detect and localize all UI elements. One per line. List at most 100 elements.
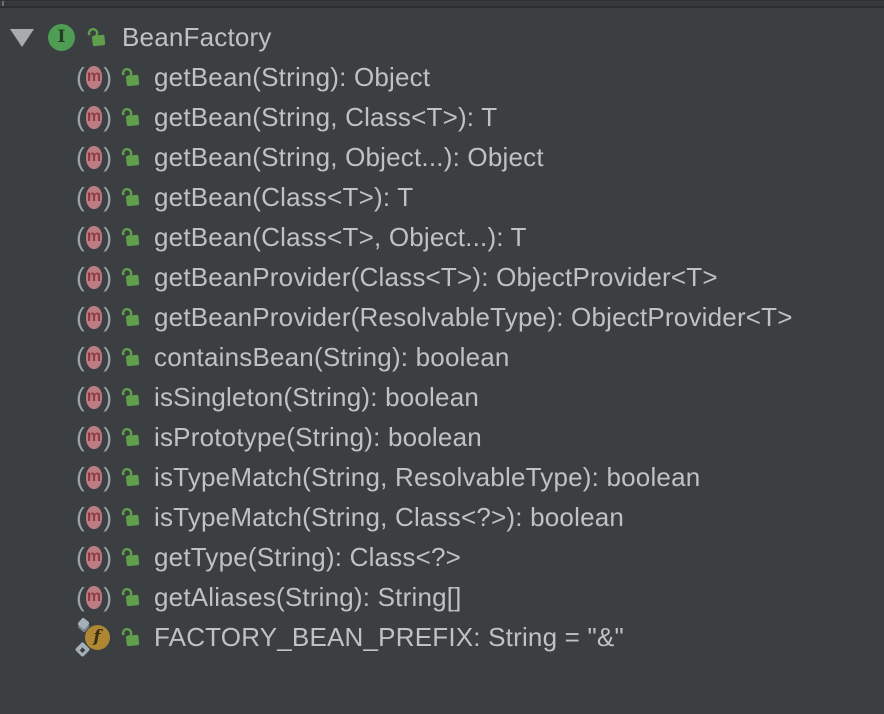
- expand-toggle-icon[interactable]: [10, 29, 34, 47]
- tree-row-field[interactable]: f FACTORY_BEAN_PREFIX: String = "&": [0, 617, 884, 658]
- public-lock-icon: [120, 427, 140, 446]
- method-circle: m: [85, 465, 103, 489]
- public-lock-icon: [120, 347, 140, 366]
- public-lock-icon: [120, 507, 140, 526]
- member-label: getBean(Class<T>, Object...): T: [154, 221, 527, 252]
- abstract-method-icon: ( m ): [76, 261, 112, 292]
- top-panel-divider: [0, 0, 884, 8]
- abstract-method-icon: ( m ): [76, 541, 112, 572]
- paren-close: ): [103, 141, 112, 172]
- paren-open: (: [76, 101, 85, 132]
- member-label: getBean(Class<T>): T: [154, 181, 414, 212]
- public-lock-icon: [120, 307, 140, 326]
- interface-icon: I: [48, 23, 75, 51]
- abstract-method-icon: ( m ): [76, 581, 112, 612]
- member-label: getBeanProvider(ResolvableType): ObjectP…: [154, 301, 793, 332]
- paren-open: (: [76, 581, 85, 612]
- member-label: getBean(String, Object...): Object: [154, 141, 544, 172]
- paren-open: (: [76, 181, 85, 212]
- member-label: isTypeMatch(String, ResolvableType): boo…: [154, 461, 701, 492]
- paren-close: ): [103, 301, 112, 332]
- method-circle: m: [85, 105, 103, 129]
- method-circle: m: [85, 505, 103, 529]
- public-lock-icon: [120, 547, 140, 566]
- public-lock-icon: [120, 67, 140, 86]
- abstract-method-icon: ( m ): [76, 421, 112, 452]
- method-circle: m: [85, 385, 103, 409]
- structure-panel: I BeanFactory ( m ) getBean(String): Obj…: [0, 8, 884, 658]
- paren-open: (: [76, 301, 85, 332]
- member-label: getBeanProvider(Class<T>): ObjectProvide…: [154, 261, 718, 292]
- abstract-method-icon: ( m ): [76, 301, 112, 332]
- abstract-method-icon: ( m ): [76, 501, 112, 532]
- method-circle: m: [85, 585, 103, 609]
- public-lock-icon: [120, 227, 140, 246]
- divider-tick: [2, 1, 4, 6]
- tree-row-method[interactable]: ( m ) getBeanProvider(Class<T>): ObjectP…: [0, 257, 884, 297]
- method-circle: m: [85, 65, 103, 89]
- interface-name-label: BeanFactory: [122, 21, 272, 52]
- method-circle: m: [85, 425, 103, 449]
- public-lock-icon: [120, 387, 140, 406]
- paren-open: (: [76, 421, 85, 452]
- tree-row-method[interactable]: ( m ) getBean(Class<T>, Object...): T: [0, 217, 884, 257]
- public-lock-icon: [86, 27, 106, 46]
- public-lock-icon: [120, 267, 140, 286]
- paren-close: ): [103, 381, 112, 412]
- method-circle: m: [85, 145, 103, 169]
- tree-row-method[interactable]: ( m ) containsBean(String): boolean: [0, 337, 884, 377]
- abstract-method-icon: ( m ): [76, 61, 112, 92]
- tree-row-method[interactable]: ( m ) isTypeMatch(String, ResolvableType…: [0, 457, 884, 497]
- abstract-method-icon: ( m ): [76, 101, 112, 132]
- public-lock-icon: [120, 107, 140, 126]
- member-label: getBean(String): Object: [154, 61, 431, 92]
- public-lock-icon: [120, 467, 140, 486]
- paren-open: (: [76, 61, 85, 92]
- paren-close: ): [103, 61, 112, 92]
- method-circle: m: [85, 345, 103, 369]
- paren-open: (: [76, 541, 85, 572]
- tree-row-method[interactable]: ( m ) getType(String): Class<?>: [0, 537, 884, 577]
- paren-close: ): [103, 101, 112, 132]
- tree-row-method[interactable]: ( m ) getBean(String, Class<T>): T: [0, 97, 884, 137]
- tree-row-method[interactable]: ( m ) isSingleton(String): boolean: [0, 377, 884, 417]
- abstract-method-icon: ( m ): [76, 221, 112, 252]
- tree-row-method[interactable]: ( m ) isTypeMatch(String, Class<?>): boo…: [0, 497, 884, 537]
- method-circle: m: [85, 185, 103, 209]
- paren-close: ): [103, 541, 112, 572]
- abstract-method-icon: ( m ): [76, 341, 112, 372]
- tree-row-method[interactable]: ( m ) isPrototype(String): boolean: [0, 417, 884, 457]
- tree-row-method[interactable]: ( m ) getBean(String, Object...): Object: [0, 137, 884, 177]
- paren-close: ): [103, 501, 112, 532]
- paren-open: (: [76, 461, 85, 492]
- paren-close: ): [103, 421, 112, 452]
- tree-row-method[interactable]: ( m ) getBeanProvider(ResolvableType): O…: [0, 297, 884, 337]
- paren-close: ): [103, 341, 112, 372]
- method-circle: m: [85, 545, 103, 569]
- public-lock-icon: [120, 627, 140, 646]
- member-label: isTypeMatch(String, Class<?>): boolean: [154, 501, 625, 532]
- paren-open: (: [76, 501, 85, 532]
- paren-open: (: [76, 221, 85, 252]
- method-circle: m: [85, 265, 103, 289]
- member-label: isPrototype(String): boolean: [154, 421, 482, 452]
- method-circle: m: [85, 305, 103, 329]
- paren-close: ): [103, 581, 112, 612]
- tree-row-beanfactory[interactable]: I BeanFactory: [0, 17, 884, 57]
- public-lock-icon: [120, 147, 140, 166]
- paren-open: (: [76, 261, 85, 292]
- public-lock-icon: [120, 187, 140, 206]
- tree-row-method[interactable]: ( m ) getBean(String): Object: [0, 57, 884, 97]
- field-icon: f: [74, 617, 112, 658]
- abstract-method-icon: ( m ): [76, 381, 112, 412]
- member-label: getType(String): Class<?>: [154, 541, 462, 572]
- paren-close: ): [103, 181, 112, 212]
- abstract-method-icon: ( m ): [76, 141, 112, 172]
- tree-row-method[interactable]: ( m ) getBean(Class<T>): T: [0, 177, 884, 217]
- field-circle: f: [84, 624, 110, 650]
- public-lock-icon: [120, 587, 140, 606]
- paren-open: (: [76, 141, 85, 172]
- paren-close: ): [103, 461, 112, 492]
- tree-row-method[interactable]: ( m ) getAliases(String): String[]: [0, 577, 884, 617]
- member-label: FACTORY_BEAN_PREFIX: String = "&": [154, 621, 624, 652]
